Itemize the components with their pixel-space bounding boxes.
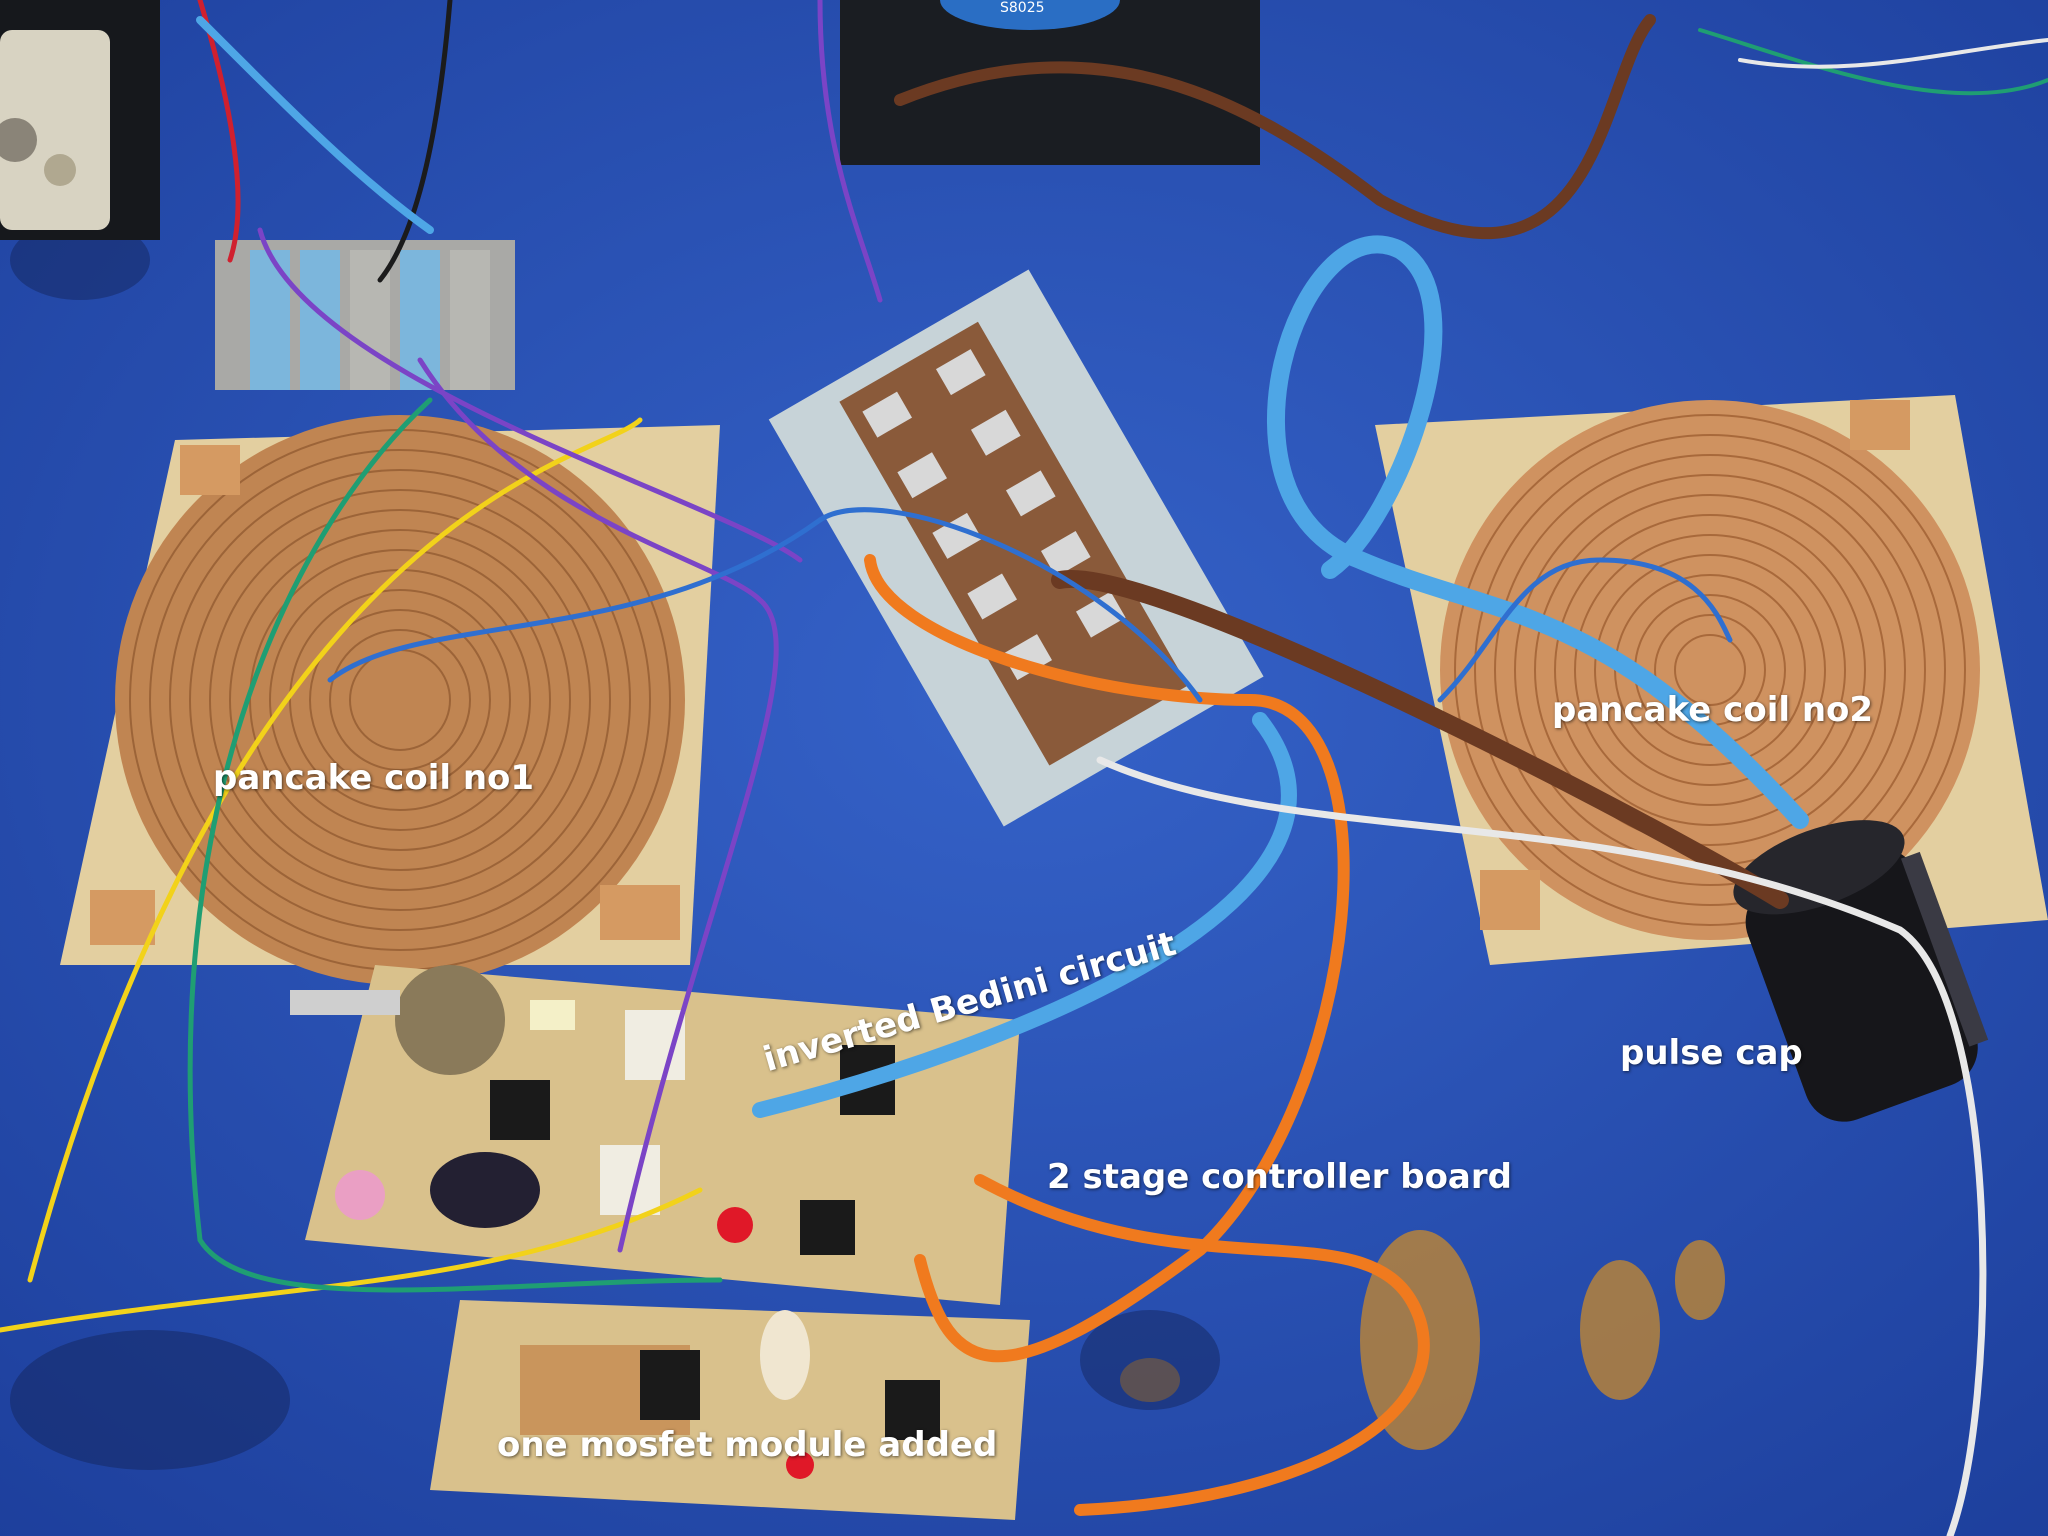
pancake-coil-2: [1375, 395, 2048, 965]
pancake-coil-1: [60, 415, 720, 985]
svg-text:S8025: S8025: [1000, 0, 1045, 16]
label-mosfet-module: one mosfet module added: [497, 1425, 998, 1465]
label-pancake-coil-2: pancake coil no2: [1552, 690, 1874, 730]
controller-board: [290, 965, 1020, 1305]
cooling-fan: S8025: [840, 0, 1260, 165]
mosfet-module: [430, 1300, 1030, 1520]
label-controller-board: 2 stage controller board: [1047, 1157, 1512, 1197]
label-pancake-coil-1: pancake coil no1: [213, 758, 535, 798]
label-pulse-cap: pulse cap: [1620, 1033, 1803, 1073]
terminal-block: [215, 240, 515, 390]
power-supply: [0, 0, 160, 240]
